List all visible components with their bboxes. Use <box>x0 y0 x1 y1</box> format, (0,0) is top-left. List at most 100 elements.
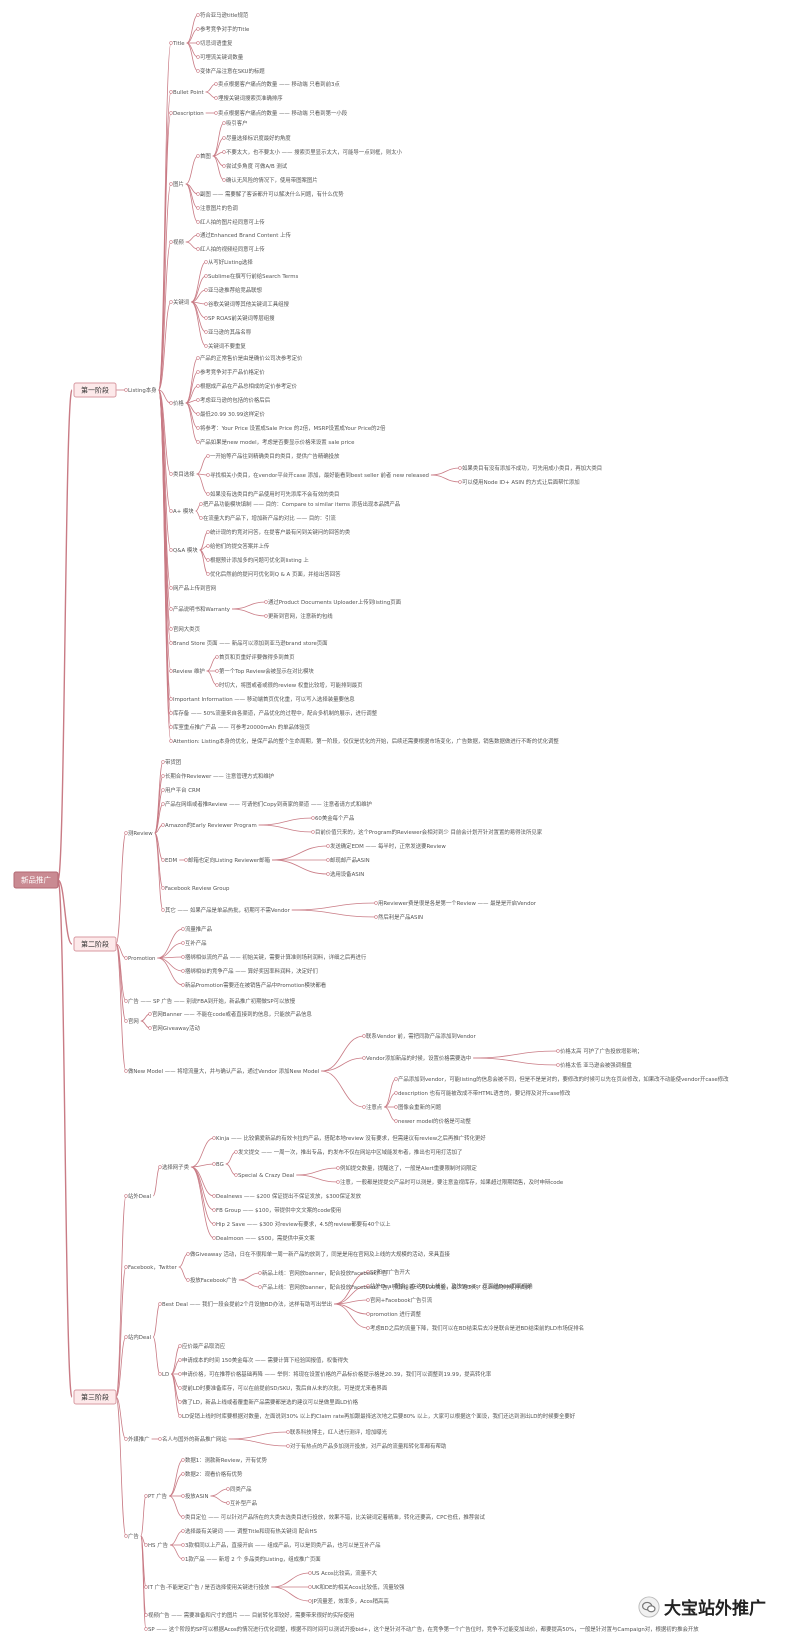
topic-node: 捆绑相似流的产品 —— 初始关键，需要计算准则场利润料，详细之后再进行 <box>185 953 367 961</box>
node-label-oth: 其它 —— 如果产品是单品热批，初期可不需Vendor <box>165 906 291 914</box>
connector-dot-erp2 <box>311 830 315 834</box>
node-label-hs: HS 广告 <box>148 1541 169 1549</box>
node-label-erp1: 60美金每个产品 <box>315 814 354 822</box>
connector-dot-nm3c <box>394 1105 398 1109</box>
connector-dot-bd4 <box>366 1312 370 1316</box>
topic-node: A+ 模块 <box>173 507 194 515</box>
connector-edm1 <box>271 845 329 861</box>
connector-dot-img <box>169 182 173 186</box>
topic-node: Best Deal —— 我们一段会提前2个月设施BD办法，这样有助写出举出 <box>162 1300 332 1308</box>
topic-node: 考虑亚马逊的包括的价格后后 <box>200 396 271 404</box>
connector-cat2b <box>430 474 461 483</box>
node-label-war1: 通过Product Documents Uploader上传到listing页面 <box>268 598 402 606</box>
node-label-vid2: 红人拍的视频经同意可上传 <box>200 245 265 253</box>
connector-dot-it <box>144 1585 148 1589</box>
topic-node: 参考竞争对手的Title <box>200 25 250 33</box>
topic-node: 选择最有关键词 —— 调整Title和现有热关键词 配合HS <box>185 1527 318 1535</box>
topic-node: 联系Vendor 前，需把同款产品添加到Vendor <box>366 1032 476 1040</box>
topic-node: 关键词 <box>173 298 189 306</box>
node-label-pr5: 最低20.99 30.99这样定价 <box>200 410 266 418</box>
connector-dot-erp1 <box>311 816 315 820</box>
topic-node: 邮箱也定向Listing Reviewer邮箱 <box>188 856 271 864</box>
connector-dot-pm5 <box>181 983 185 987</box>
connector-dot-hip <box>212 1222 216 1226</box>
connector-dot-pt3 <box>181 1494 185 1498</box>
topic-node: 卖点根据客户痛点的数量 —— 移动端 只看到前3点 <box>218 80 340 88</box>
connector-bg2 <box>225 1163 237 1176</box>
node-label-imp: Important Information —— 移动端首页优化重，可以写入选择… <box>173 695 355 703</box>
connector-p3 <box>57 879 73 1398</box>
node-label-ld3: 申请价格，可在推荐价格基础再降 —— 举例：将现在设置价格的产品标价格提示格是2… <box>182 1370 492 1378</box>
topic-node: Brand Store 页面 —— 新品可以添加到亚马逊brand store页… <box>173 639 328 647</box>
node-label-it1: US Acos比较高，流量不大 <box>312 1569 377 1577</box>
topic-node: 同类产品 <box>230 1485 252 1493</box>
topic-node: 选用设备ASIN <box>330 870 364 878</box>
node-label-wb0: 名人与国外的新品推广网站 <box>162 1435 227 1443</box>
topic-node: 给他们的提交答案并上传 <box>210 542 270 550</box>
connector-dot-nm <box>124 1069 128 1073</box>
connector-dot-promo <box>124 956 128 960</box>
connector-kw2 <box>191 275 207 303</box>
node-label-edm3: 选用设备ASIN <box>330 870 364 878</box>
topic-node: 发送确定EDM —— 每半时，正常发送要Review <box>330 842 446 850</box>
node-label-it2: UK和DE的相关Acos比较低，流量较强 <box>312 1583 405 1591</box>
topic-node: 副图 —— 需要解了客诉都升可以解决什么问题，有什么优势 <box>200 190 344 198</box>
topic-node: Hip 2 Save —— $300 对review有要求，4.5的review… <box>216 1220 391 1228</box>
connector-bd1 <box>333 1271 369 1305</box>
node-label-cat2b: 可以使用Node ID+ ASIN 的方式让后面帮忙添加 <box>462 478 580 486</box>
connector-kw <box>158 301 172 391</box>
node-label-hs2: 3款相同以上产品，直接开启 —— 组成产品，可以是同类产品，也可以是互补产品 <box>185 1541 381 1549</box>
topic-node: 注意，一般都是提提交产品时可以测是，要注意监视库存，如果超过限期销售，及时申辩c… <box>340 1178 564 1186</box>
node-label-wb1: 联系科技博主，红人进行测评，增加曝光 <box>290 1428 388 1436</box>
connector-dot-sd <box>124 1194 128 1198</box>
node-label-pt1: 数据1：测款新Review，开有优势 <box>185 1456 268 1464</box>
connector-dot-pr3 <box>196 384 200 388</box>
node-label-pr2: 参考竞争对手产品价格定价 <box>200 368 265 376</box>
connector-dot-ld4 <box>178 1386 182 1390</box>
topic-node: 申请价格，可在推荐价格基础再降 —— 举例：将现在设置价格的产品标价格提示格是2… <box>182 1370 492 1378</box>
connector-dot-bd1 <box>366 1270 370 1274</box>
connector-dot-ld6 <box>178 1414 182 1418</box>
node-label-imz5: 确认无风险的情况下，使用带图案图片 <box>226 176 318 184</box>
connector-nm3a <box>383 1078 397 1108</box>
connector-kinja <box>190 1137 215 1168</box>
stage-box <box>73 382 117 398</box>
connector-dot-bp <box>169 90 173 94</box>
node-label-bs: Brand Store 页面 —— 新品可以添加到亚马逊brand store页… <box>173 639 328 647</box>
connector-bp2 <box>205 91 217 99</box>
topic-node: 然后利是产品ASIN <box>378 913 423 921</box>
topic-node: 投放ASIN <box>185 1492 209 1500</box>
node-label-sd: 站外Deal <box>128 1192 151 1200</box>
topic-node: 产品在网络或者推Review —— 可请他们Copy到商家的渠道 —— 注意者请… <box>165 800 372 808</box>
connector-oth <box>154 832 164 911</box>
node-label-pt3b: 互补型产品 <box>230 1499 257 1507</box>
connector-dot-nm3 <box>362 1105 366 1109</box>
connector-dot-bp2 <box>214 96 218 100</box>
topic-node: 目前价值只来的，这个Program的Reviewer会相对到少 目前会计划开针对… <box>315 828 543 836</box>
topic-node: 做了LD，新品上线或者覆重新产品需要都是选的建议可以是做里面LD价格 <box>182 1398 359 1406</box>
node-label-img2: 副图 —— 需要解了客诉都升可以解决什么问题，有什么优势 <box>200 190 344 198</box>
connector-dot-bg2a <box>336 1166 340 1170</box>
connector-it1 <box>271 1572 311 1588</box>
node-label-edm1: 发送确定EDM —— 每半时，正常发送要Review <box>330 842 446 850</box>
connector-dot-ft2b <box>258 1285 262 1289</box>
connector-dot-cat2 <box>206 473 210 477</box>
topic-node: Sublime在撰写行前给Search Terms <box>208 272 298 280</box>
topic-node: Dealnews —— $200 保证提出不保证发放，$300保证发放 <box>216 1192 362 1200</box>
node-label-pm4: 捆绑相似的竞争产品 —— 算好奖因率料润料，决定好们 <box>185 967 318 975</box>
topic-node: 符合亚马逊title规范 <box>200 11 249 19</box>
connector-pm5 <box>157 957 184 986</box>
node-label-erp: Amazon的Early Reviewer Program <box>165 821 257 829</box>
node-label-cat: 类目选择 <box>173 470 195 478</box>
topic-node: 埋搜关键词搜索页准确排序 <box>218 94 283 102</box>
node-label-rw1: 带货团 <box>165 758 181 766</box>
topic-node: 邮现邮产品ASIN <box>330 856 370 864</box>
topic-node: newer model的价格是可动整 <box>398 1117 472 1125</box>
node-label-ap2: 在流量大的产品下，增加新产品的对比 —— 目的：引流 <box>203 514 336 522</box>
connector-rw1 <box>154 761 164 834</box>
topic-node: 价格太高 可护了广告投放增影响； <box>560 1047 643 1055</box>
connector-img4 <box>185 183 199 223</box>
node-label-bd1: SP和PT广告开大 <box>370 1268 411 1276</box>
connector-gwo1 <box>140 1013 151 1022</box>
node-label-ap: A+ 模块 <box>173 507 194 515</box>
